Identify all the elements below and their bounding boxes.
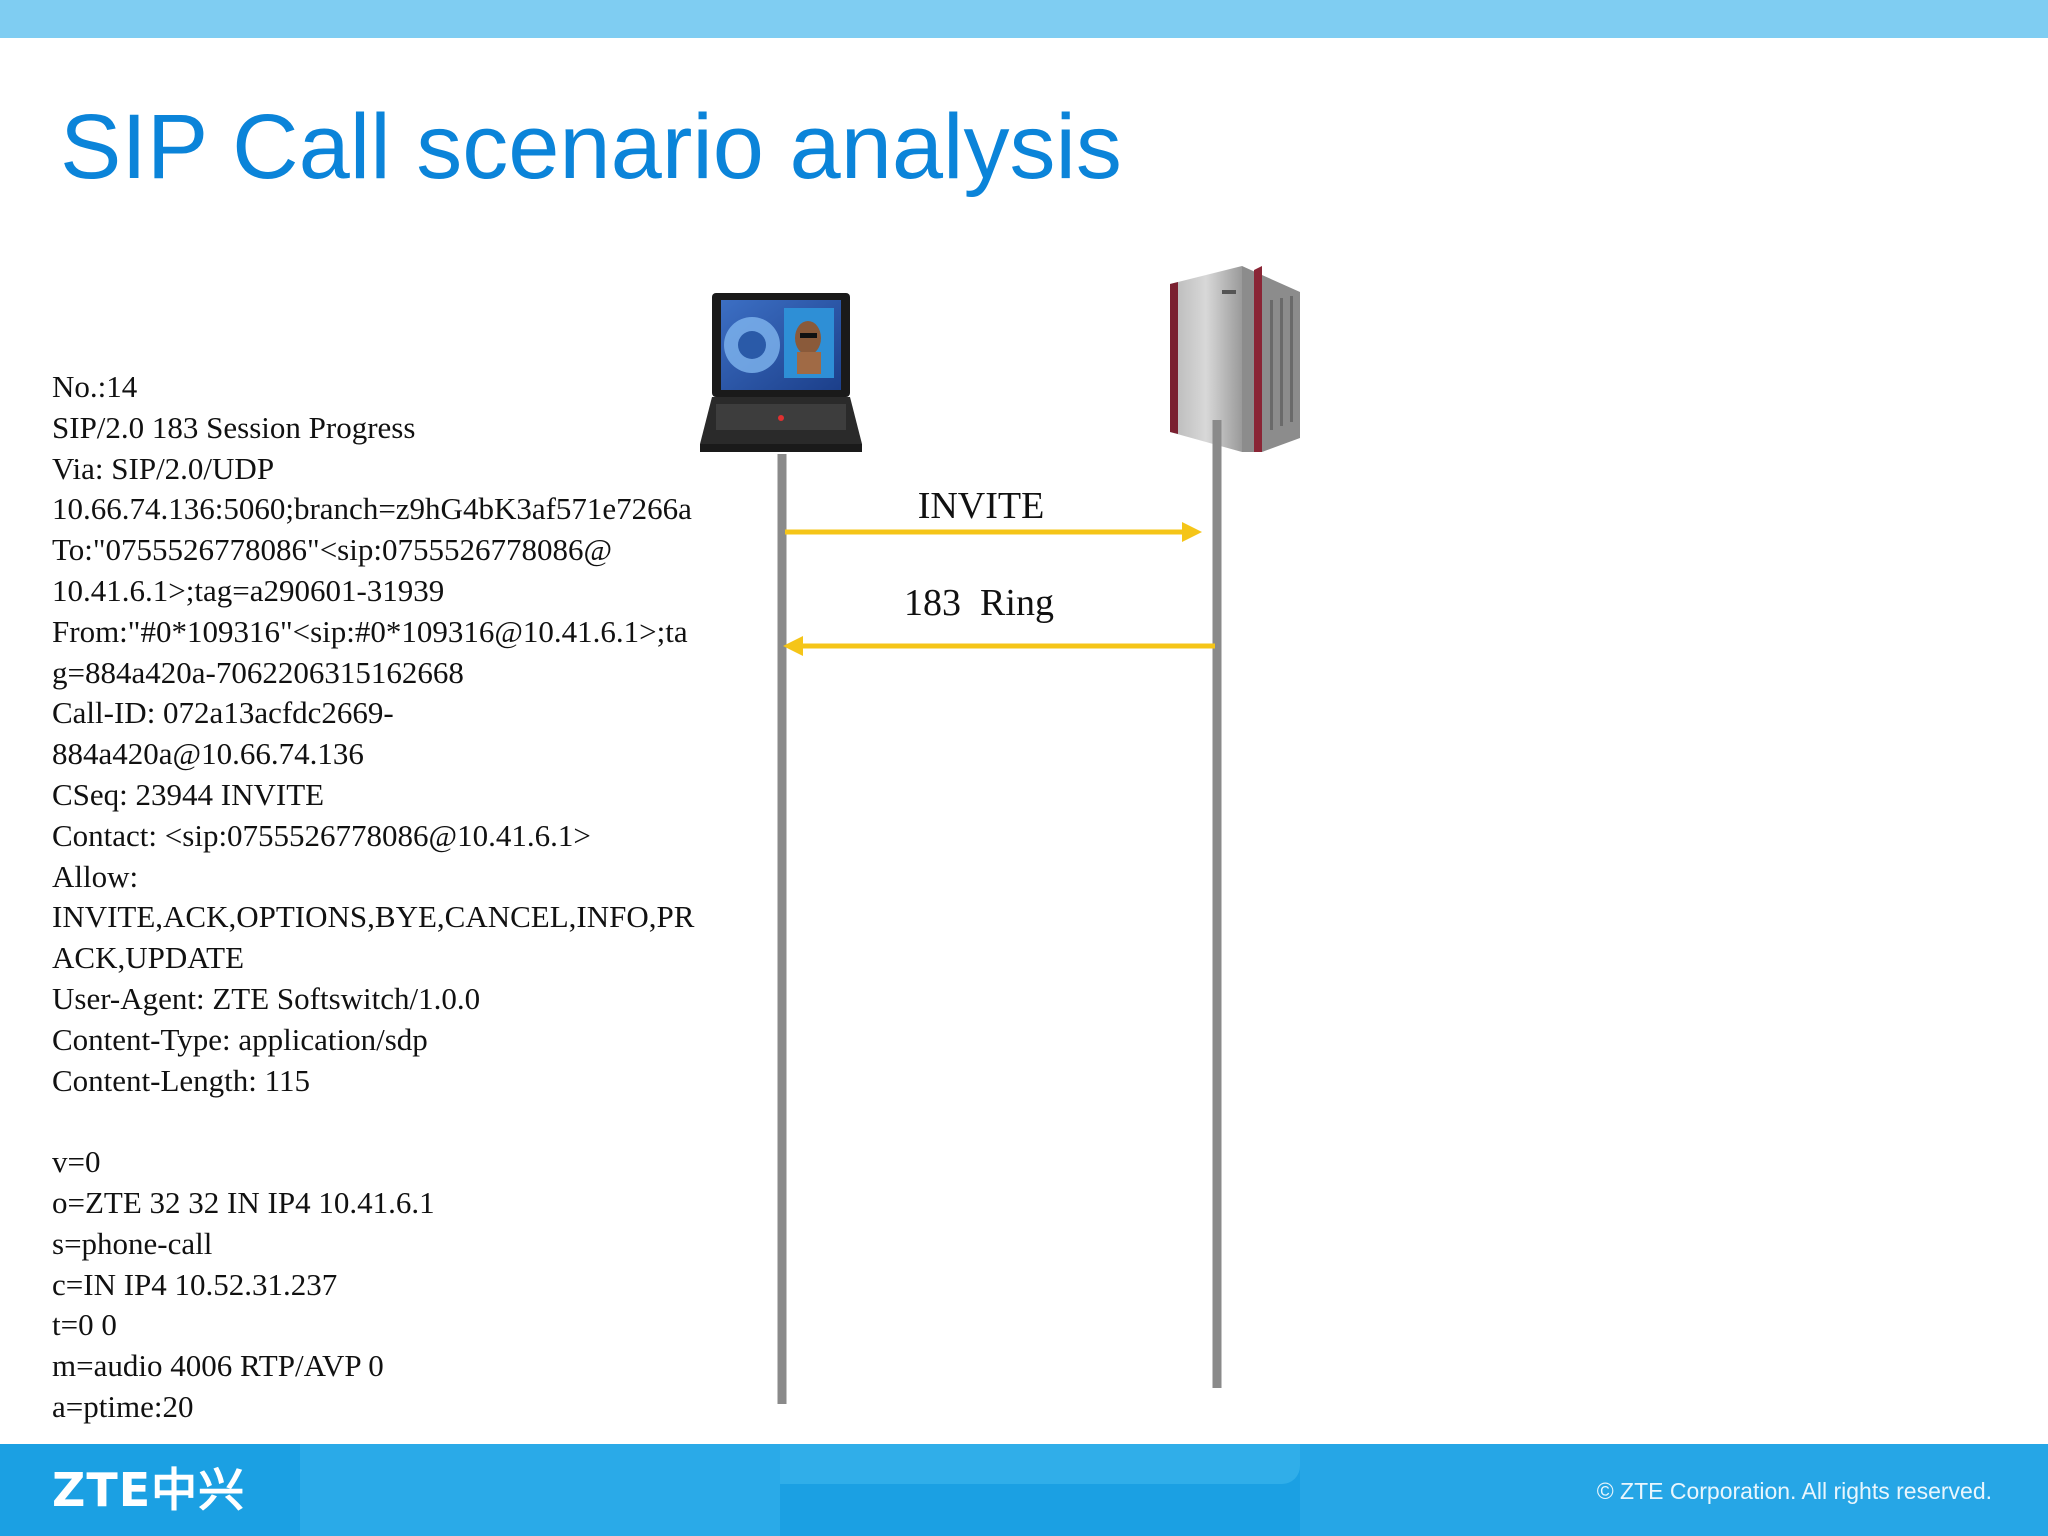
sip-message-line: c=IN IP4 10.52.31.237 <box>52 1266 338 1302</box>
sip-message-line: To:"0755526778086"<sip:0755526778086@ <box>52 532 613 568</box>
sip-message-line: Content-Length: 115 <box>52 1062 311 1098</box>
sip-message-line: o=ZTE 32 32 IN IP4 10.41.6.1 <box>52 1184 435 1220</box>
sip-message-line: m=audio 4006 RTP/AVP 0 <box>52 1348 384 1384</box>
footer-bar <box>0 1444 2048 1536</box>
sip-message-line: t=0 0 <box>52 1307 117 1343</box>
softswitch-server-icon <box>1170 266 1300 452</box>
sip-message-line: Via: SIP/2.0/UDP <box>52 450 275 486</box>
zte-logo: ZTE中兴 <box>52 1463 246 1517</box>
sip-message-line: ACK,UPDATE <box>52 940 245 976</box>
sip-message-line: v=0 <box>52 1144 101 1180</box>
sip-message-line: a=ptime:20 <box>52 1388 194 1424</box>
sip-message-line: CSeq: 23944 INVITE <box>52 776 325 812</box>
invite-label: INVITE <box>918 485 1045 527</box>
sip-message-line: INVITE,ACK,OPTIONS,BYE,CANCEL,INFO,PR <box>52 899 695 935</box>
sip-message-line: Allow: <box>52 858 139 894</box>
ring-183-label: 183 Ring <box>904 582 1054 624</box>
sip-message-line: User-Agent: ZTE Softswitch/1.0.0 <box>52 980 481 1016</box>
sip-message-line: Content-Type: application/sdp <box>52 1021 428 1057</box>
sip-message-line: 10.66.74.136:5060;branch=z9hG4bK3af571e7… <box>52 491 692 527</box>
sip-message-line: 884a420a@10.66.74.136 <box>52 736 364 772</box>
sip-message-line: g=884a420a-7062206315162668 <box>52 654 464 690</box>
copyright-text: © ZTE Corporation. All rights reserved. <box>1596 1478 1992 1504</box>
sip-message-line: From:"#0*109316"<sip:#0*109316@10.41.6.1… <box>52 613 688 649</box>
sip-message-line: s=phone-call <box>52 1225 213 1261</box>
slide-title: SIP Call scenario analysis <box>60 96 1122 198</box>
sip-message-line: Contact: <sip:0755526778086@10.41.6.1> <box>52 817 591 853</box>
sip-message-line: SIP/2.0 183 Session Progress <box>52 409 416 445</box>
ring-183-arrow: 183 Ring <box>783 582 1215 656</box>
invite-arrow: INVITE <box>785 485 1202 542</box>
sip-message-line: 10.41.6.1>;tag=a290601-31939 <box>52 572 445 608</box>
laptop-icon <box>700 293 862 452</box>
sip-message-line: Call-ID: 072a13acfdc2669- <box>52 695 394 731</box>
sip-message-line: No.:14 <box>52 369 138 404</box>
top-accent-bar <box>0 0 2048 38</box>
